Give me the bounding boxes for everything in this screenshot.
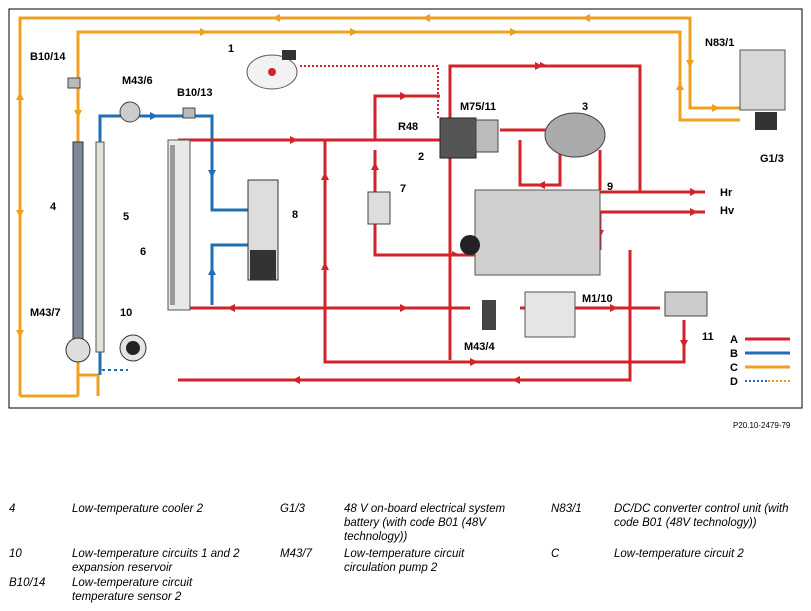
callout-g1-3: G1/3: [760, 153, 784, 165]
legend-description: 48 V on-board electrical system battery …: [344, 503, 506, 543]
legend-code: C: [551, 548, 560, 560]
callout-hv: Hv: [720, 205, 735, 217]
legend-key-b: B: [730, 348, 738, 360]
component-5-cooler: [95, 141, 105, 353]
legend-code: G1/3: [280, 503, 305, 515]
callout-7: 7: [400, 183, 406, 195]
legend-description: Low-temperature circuit 2: [614, 548, 744, 560]
component-4-cooler: [72, 141, 84, 353]
legend-description: Low-temperature circuit temperature sens…: [72, 577, 193, 603]
legend-code: 4: [9, 503, 16, 515]
legend-description: Low-temperature circuits 1 and 2 expansi…: [72, 548, 240, 574]
component-m43-4-pump: [482, 300, 496, 330]
component-7-part: [367, 191, 391, 225]
component-n83-1-converter: [739, 49, 786, 130]
component-m1-10-machine: [524, 291, 576, 338]
callout-5: 5: [123, 211, 129, 223]
circuit-legend: A B C D: [730, 334, 790, 388]
component-10-reservoir: [119, 334, 147, 362]
component-m43-7-pump: [65, 337, 91, 363]
callout-r48: R48: [398, 121, 418, 133]
component-9-engine: [460, 189, 601, 276]
legend-code: 10: [9, 548, 22, 560]
circuit-a-dotted: [300, 65, 439, 118]
callout-6: 6: [140, 246, 146, 258]
figure-reference: P20.10-2479-79: [733, 421, 791, 430]
component-8-heat-exchanger: [247, 179, 279, 281]
callout-9: 9: [607, 181, 613, 193]
component-1-expansion-tank: [246, 50, 298, 90]
component-11-part: [664, 291, 708, 317]
callout-m43-7: M43/7: [30, 307, 61, 319]
legend-description: DC/DC converter control unit (with code …: [614, 503, 789, 529]
legend-code: B10/14: [9, 577, 46, 589]
callout-n83-1: N83/1: [705, 37, 734, 49]
component-b10-14-sensor: [67, 77, 81, 89]
legend-code: M43/7: [280, 548, 312, 560]
legend-key-a: A: [730, 334, 738, 346]
component-r48-m75-11-valve: [439, 117, 499, 159]
component-3-turbo: [544, 112, 606, 158]
callout-m75-11: M75/11: [460, 101, 496, 113]
callout-1: 1: [228, 43, 234, 55]
component-b10-13-sensor: [182, 107, 196, 119]
legend-description: Low-temperature cooler 2: [72, 503, 204, 515]
callout-b10-13: B10/13: [177, 87, 212, 99]
callout-hr: Hr: [720, 187, 733, 199]
component-6-radiator: [167, 139, 191, 311]
callout-m1-10: M1/10: [582, 293, 613, 305]
circuit-c-arrows: [16, 14, 720, 338]
callout-2: 2: [418, 151, 424, 163]
callout-3: 3: [582, 101, 588, 113]
legend-key-d: D: [730, 376, 738, 388]
callout-m43-4: M43/4: [464, 341, 495, 353]
legend-description: Low-temperature circuit circulation pump…: [344, 548, 465, 574]
coolant-circuit-diagram: 1 2 3 4 5 6 7 8 9 10 11 B10/14 B10/13 M4…: [8, 8, 803, 430]
legend-key-c: C: [730, 362, 738, 374]
callout-m43-6: M43/6: [122, 75, 153, 87]
callout-8: 8: [292, 209, 298, 221]
component-legend-table: 4 Low-temperature cooler 2 G1/3 48 V on-…: [0, 498, 811, 611]
legend-code: N83/1: [551, 503, 582, 515]
callout-11: 11: [702, 331, 714, 343]
callout-4: 4: [50, 201, 57, 213]
callout-b10-14: B10/14: [30, 51, 66, 63]
component-m43-6-pump: [119, 101, 141, 123]
callout-10: 10: [120, 307, 132, 319]
